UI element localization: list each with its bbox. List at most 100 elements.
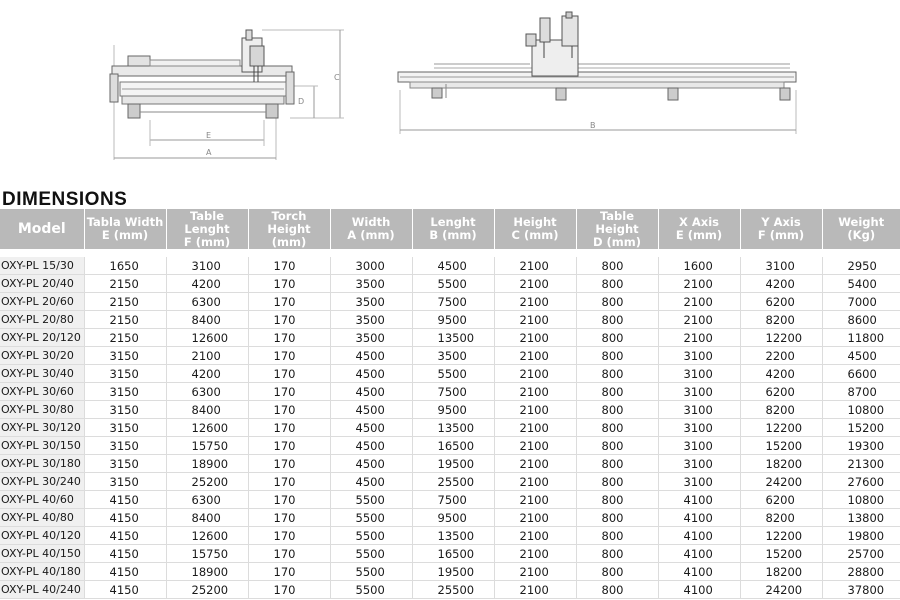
column-header-text: F (mm) (757, 228, 805, 242)
dimension-label-a: A (206, 148, 212, 157)
table-cell: 800 (576, 346, 659, 365)
table-cell: 4500 (330, 364, 413, 383)
table-cell: 2100 (494, 562, 577, 581)
table-cell: 1600 (658, 257, 741, 275)
table-cell: 4500 (330, 400, 413, 419)
table-cell: 800 (576, 257, 659, 275)
table-cell: 4100 (658, 544, 741, 563)
table-cell: 2100 (658, 310, 741, 329)
column-header-text: B (mm) (429, 228, 477, 242)
table-cell: 2100 (494, 364, 577, 383)
table-cell: 170 (248, 562, 331, 581)
column-header: Weight(Kg) (822, 209, 900, 249)
table-cell: 2100 (494, 454, 577, 473)
table-cell: 3500 (330, 328, 413, 347)
table-cell: 3100 (658, 382, 741, 401)
column-header-text: Table Height (595, 208, 639, 236)
table-cell: 2150 (84, 292, 167, 311)
dimension-label-c: C (334, 73, 340, 82)
table-cell: 5500 (330, 580, 413, 599)
table-cell: 12200 (740, 418, 823, 437)
table-cell: 6200 (740, 292, 823, 311)
column-header-text: Weight (838, 215, 885, 229)
table-cell: 4500 (330, 454, 413, 473)
table-cell: 16500 (412, 436, 495, 455)
table-cell: 4100 (658, 526, 741, 545)
table-cell: 15750 (166, 436, 249, 455)
table-cell: 5500 (330, 562, 413, 581)
table-cell: 170 (248, 526, 331, 545)
table-cell: 13800 (822, 508, 900, 527)
table-cell: 12200 (740, 328, 823, 347)
table-cell: 3150 (84, 364, 167, 383)
table-cell: 4500 (330, 436, 413, 455)
table-cell: 25200 (166, 472, 249, 491)
table-cell: 10800 (822, 490, 900, 509)
model-cell: OXY-PL 40/150 (0, 544, 85, 563)
table-cell: 3500 (330, 274, 413, 293)
column-header-text: Model (17, 220, 66, 237)
table-cell: 9500 (412, 400, 495, 419)
table-cell: 4100 (658, 490, 741, 509)
table-cell: 8700 (822, 382, 900, 401)
table-cell: 2950 (822, 257, 900, 275)
table-cell: 3000 (330, 257, 413, 275)
table-cell: 37800 (822, 580, 900, 599)
table-cell: 21300 (822, 454, 900, 473)
table-cell: 2150 (84, 310, 167, 329)
table-cell: 3100 (658, 346, 741, 365)
table-cell: 12600 (166, 328, 249, 347)
model-cell: OXY-PL 40/60 (0, 490, 85, 509)
table-cell: 4100 (658, 508, 741, 527)
table-cell: 5500 (412, 364, 495, 383)
table-cell: 10800 (822, 400, 900, 419)
table-cell: 2100 (494, 328, 577, 347)
table-cell: 800 (576, 526, 659, 545)
table-cell: 2100 (658, 328, 741, 347)
table-cell: 2100 (166, 346, 249, 365)
table-cell: 25500 (412, 472, 495, 491)
table-cell: 8400 (166, 310, 249, 329)
table-cell: 2100 (494, 436, 577, 455)
table-cell: 19500 (412, 562, 495, 581)
table-cell: 24200 (740, 580, 823, 599)
column-header-text: E (mm) (101, 228, 149, 242)
model-cell: OXY-PL 40/120 (0, 526, 85, 545)
table-cell: 4500 (330, 382, 413, 401)
table-cell: 2100 (494, 418, 577, 437)
column-header-text: E (mm) (675, 228, 723, 242)
table-cell: 800 (576, 292, 659, 311)
model-cell: OXY-PL 20/60 (0, 292, 85, 311)
model-cell: OXY-PL 30/240 (0, 472, 85, 491)
table-cell: 800 (576, 544, 659, 563)
table-cell: 4500 (330, 418, 413, 437)
table-cell: 2150 (84, 328, 167, 347)
table-cell: 11800 (822, 328, 900, 347)
column-header-text: Lenght (430, 215, 476, 229)
table-cell: 800 (576, 328, 659, 347)
table-cell: 3500 (412, 346, 495, 365)
table-cell: 800 (576, 472, 659, 491)
table-cell: 4200 (166, 364, 249, 383)
column-header-text: A (mm) (347, 228, 395, 242)
table-cell: 6600 (822, 364, 900, 383)
column-header-text: (Kg) (847, 228, 876, 242)
table-cell: 12600 (166, 418, 249, 437)
table-cell: 15200 (822, 418, 900, 437)
model-cell: OXY-PL 20/80 (0, 310, 85, 329)
table-cell: 170 (248, 292, 331, 311)
table-cell: 12200 (740, 526, 823, 545)
table-cell: 170 (248, 544, 331, 563)
table-cell: 170 (248, 454, 331, 473)
